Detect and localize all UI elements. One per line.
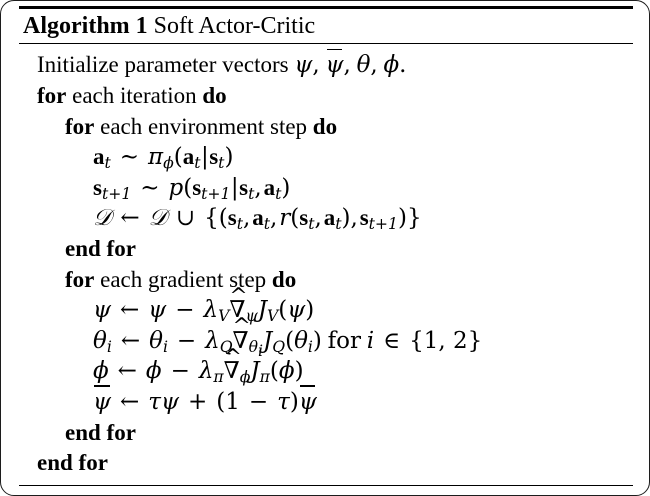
index-i: i: [366, 327, 375, 354]
theta-trailing-for: for: [327, 327, 362, 354]
symbol-psi: ψ: [294, 52, 313, 79]
rule-bottom: [19, 484, 633, 487]
keyword-end-for: end for: [65, 419, 136, 445]
operator-plus: +: [188, 388, 208, 415]
symbol-lambda: λ: [205, 327, 220, 354]
line-sample-action: at ∼ πϕ(at|st): [93, 144, 234, 173]
operator-leftarrow: ←: [120, 388, 140, 415]
symbol-theta: θ: [93, 327, 107, 354]
operator-leftarrow: ←: [120, 327, 141, 354]
operator-cup: ∪: [175, 205, 196, 232]
index-set: {1, 2}: [409, 327, 483, 354]
symbol-psi-bar: ψ: [325, 48, 344, 81]
keyword-do: do: [271, 266, 297, 292]
symbol-lambda: λ: [198, 358, 214, 385]
algorithm-name: Soft Actor-Critic: [153, 13, 316, 39]
number-one: 1: [225, 388, 240, 415]
line-end-for-gradient: end for: [23, 418, 633, 449]
symbol-phi: ϕ: [93, 358, 109, 385]
operator-leftarrow: ←: [120, 297, 140, 324]
keyword-end-for: end for: [37, 450, 108, 476]
initialize-text: Initialize parameter vectors: [37, 52, 289, 78]
vector-s: s: [93, 174, 102, 200]
keyword-for: for: [37, 82, 67, 108]
keyword-for: for: [65, 113, 95, 139]
operator-leftarrow: ←: [120, 205, 140, 232]
symbol-psi: ψ: [93, 297, 112, 324]
line-for-each-gradient-step: for each gradient step do: [23, 265, 633, 296]
operator-minus: −: [248, 388, 269, 415]
objective-J: J: [257, 297, 267, 324]
line-update-psi: ψ ← ψ − λV∇ψJV(ψ): [23, 282, 633, 326]
algorithm-block: Algorithm 1 Soft Actor-Critic Initialize…: [19, 1, 633, 487]
keyword-do: do: [312, 113, 338, 139]
line-initialize: Initialize parameter vectors ψ, ψ, θ, ϕ.: [23, 48, 633, 81]
line-update-psi-target: ψ ← τψ + (1 − τ)ψ: [23, 385, 633, 418]
for-iteration-text: each iteration: [66, 82, 203, 108]
operator-minus: −: [175, 297, 195, 324]
symbol-nabla-hat: ∇: [224, 343, 240, 387]
symbol-lambda: λ: [203, 297, 219, 324]
rule-below-title: [19, 43, 633, 45]
algorithm-body: Initialize parameter vectors ψ, ψ, θ, ϕ.…: [19, 44, 633, 484]
line-update-phi: ϕ ← ϕ − λπ∇ϕJπ(ϕ): [23, 343, 633, 387]
symbol-psi-bar: ψ: [93, 385, 111, 418]
algorithm-number: Algorithm 1: [23, 13, 148, 39]
operator-in: ∈: [383, 327, 401, 354]
symbol-theta: θ: [356, 52, 371, 79]
initialize-period: .: [399, 52, 407, 79]
for-environment-text: each environment step: [94, 113, 313, 139]
keyword-do: do: [202, 82, 227, 108]
line-for-each-environment-step: for each environment step do: [23, 112, 633, 143]
vector-a: a: [93, 144, 105, 170]
symbol-phi: ϕ: [383, 52, 400, 79]
objective-J: J: [250, 358, 260, 385]
operator-sim: ∼: [140, 174, 160, 201]
operator-minus: −: [170, 358, 190, 385]
line-update-theta: θi ← θi − λQ∇θiJQ(θi) for i ∈ {1, 2}: [23, 312, 633, 358]
function-p: p: [168, 174, 184, 201]
line-sample-next-state: st+1 ∼ p(st+1|st, at): [93, 174, 291, 203]
algorithm-title: Algorithm 1 Soft Actor-Critic: [19, 9, 633, 43]
symbol-tau: τ: [148, 388, 161, 415]
symbol-cal-d: 𝒟: [93, 205, 112, 232]
operator-minus: −: [176, 327, 197, 354]
line-for-each-iteration: for each iteration do: [23, 81, 633, 112]
line-end-for-environment: end for: [23, 234, 633, 265]
operator-leftarrow: ←: [117, 358, 137, 385]
symbol-pi: π: [148, 144, 164, 171]
function-r: r: [279, 205, 291, 232]
objective-J: J: [263, 327, 273, 354]
rule-top: [19, 6, 633, 9]
operator-sim: ∼: [119, 144, 140, 171]
line-end-for-iteration: end for: [23, 448, 633, 479]
line-update-replay-buffer: 𝒟 ← 𝒟 ∪ {(st, at, r(st, at), st+1)}: [93, 205, 422, 234]
keyword-end-for: end for: [65, 235, 136, 261]
keyword-for: for: [65, 266, 95, 292]
